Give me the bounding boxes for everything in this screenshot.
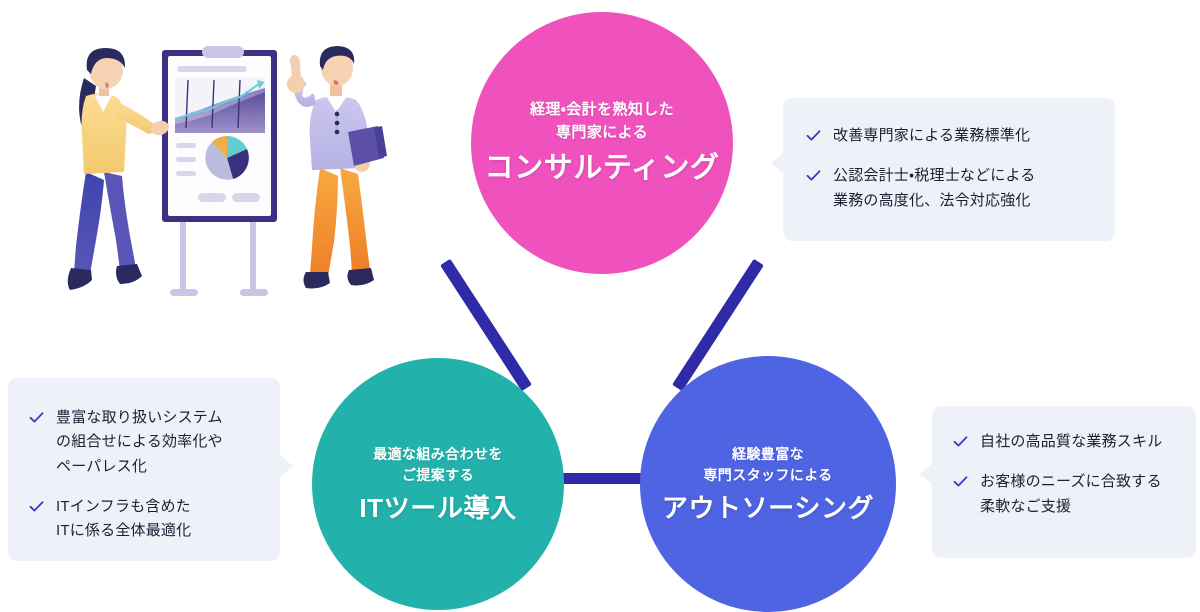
callout-it-tool: 豊富な取り扱いシステム の組合せによる効率化や ペーパレス化 ITインフラも含め… bbox=[8, 378, 280, 561]
callout-outsourcing-item-1-line1: 自社の高品質な業務スキル bbox=[980, 433, 1163, 450]
callout-it-tool-item-1-line1: 豊富な取り扱いシステム bbox=[56, 409, 223, 426]
callout-consulting-item-2: 公認会計士・税理士などによる 業務の高度化、法令対応強化 bbox=[805, 164, 1093, 213]
woman-figure bbox=[67, 48, 169, 290]
callout-it-tool-item-1: 豊富な取り扱いシステム の組合せによる効率化や ペーパレス化 bbox=[28, 406, 262, 479]
check-icon bbox=[952, 473, 969, 490]
callout-tail-it-tool bbox=[280, 455, 293, 477]
callout-consulting-item-2-line1: 公認会計士・税理士などによる bbox=[833, 167, 1036, 185]
board-pie-chart bbox=[205, 136, 249, 180]
callout-consulting: 改善専門家による業務標準化 公認会計士・税理士などによる 業務の高度化、法令対応… bbox=[783, 98, 1115, 241]
check-icon bbox=[28, 409, 45, 426]
node-outsourcing-subtitle: 経験豊富な 専門スタッフによる bbox=[703, 445, 833, 483]
callout-consulting-item-1-line1: 改善専門家による業務標準化 bbox=[833, 127, 1031, 144]
callout-consulting-item-2-line2: 業務の高度化、法令対応強化 bbox=[833, 191, 1031, 209]
callout-consulting-item-1: 改善専門家による業務標準化 bbox=[805, 124, 1093, 148]
board-legend-lines bbox=[176, 143, 196, 176]
check-icon bbox=[805, 127, 822, 144]
node-it-tool-title: ITツール導入 bbox=[359, 492, 517, 523]
business-people-illustration bbox=[62, 40, 412, 305]
callout-it-tool-item-2-line2: ITに係る全体最適化 bbox=[56, 522, 192, 540]
node-outsourcing[interactable]: 経験豊富な 専門スタッフによる アウトソーシング bbox=[640, 356, 896, 612]
callout-it-tool-item-1-line3: ペーパレス化 bbox=[56, 457, 148, 475]
node-consulting[interactable]: 経理・会計を熟知した 専門家による コンサルティング bbox=[471, 12, 733, 274]
callout-outsourcing-item-1: 自社の高品質な業務スキル bbox=[952, 430, 1178, 454]
node-outsourcing-title: アウトソーシング bbox=[661, 492, 875, 523]
callout-tail-outsourcing bbox=[920, 463, 933, 485]
check-icon bbox=[805, 167, 822, 184]
man-figure bbox=[287, 46, 387, 289]
check-icon bbox=[28, 498, 45, 515]
node-it-tool[interactable]: 最適な組み合わせを ご提案する ITツール導入 bbox=[312, 358, 564, 610]
board-bottom-pills bbox=[198, 193, 260, 202]
callout-outsourcing: 自社の高品質な業務スキル お客様のニーズに合致する 柔軟なご支援 bbox=[932, 406, 1196, 558]
board-area-chart bbox=[175, 78, 265, 133]
callout-outsourcing-item-2: お客様のニーズに合致する 柔軟なご支援 bbox=[952, 470, 1178, 519]
callout-tail-consulting bbox=[771, 152, 784, 174]
node-it-tool-subtitle: 最適な組み合わせを ご提案する bbox=[373, 445, 503, 483]
check-icon bbox=[952, 433, 969, 450]
callout-outsourcing-item-2-line2: 柔軟なご支援 bbox=[980, 497, 1072, 515]
node-consulting-title: コンサルティング bbox=[484, 152, 720, 185]
connector-ittool-outsourcing bbox=[520, 473, 685, 484]
callout-it-tool-item-1-line2: の組合せによる効率化や bbox=[56, 433, 223, 451]
easel-stand bbox=[170, 215, 268, 296]
callout-outsourcing-item-2-line1: お客様のニーズに合致する bbox=[980, 473, 1162, 491]
callout-it-tool-item-2-line1: ITインフラも含めた bbox=[56, 497, 191, 515]
node-consulting-subtitle: 経理・会計を熟知した 専門家による bbox=[529, 101, 675, 141]
callout-it-tool-item-2: ITインフラも含めた ITに係る全体最適化 bbox=[28, 495, 262, 544]
flip-chart-board bbox=[162, 46, 277, 222]
